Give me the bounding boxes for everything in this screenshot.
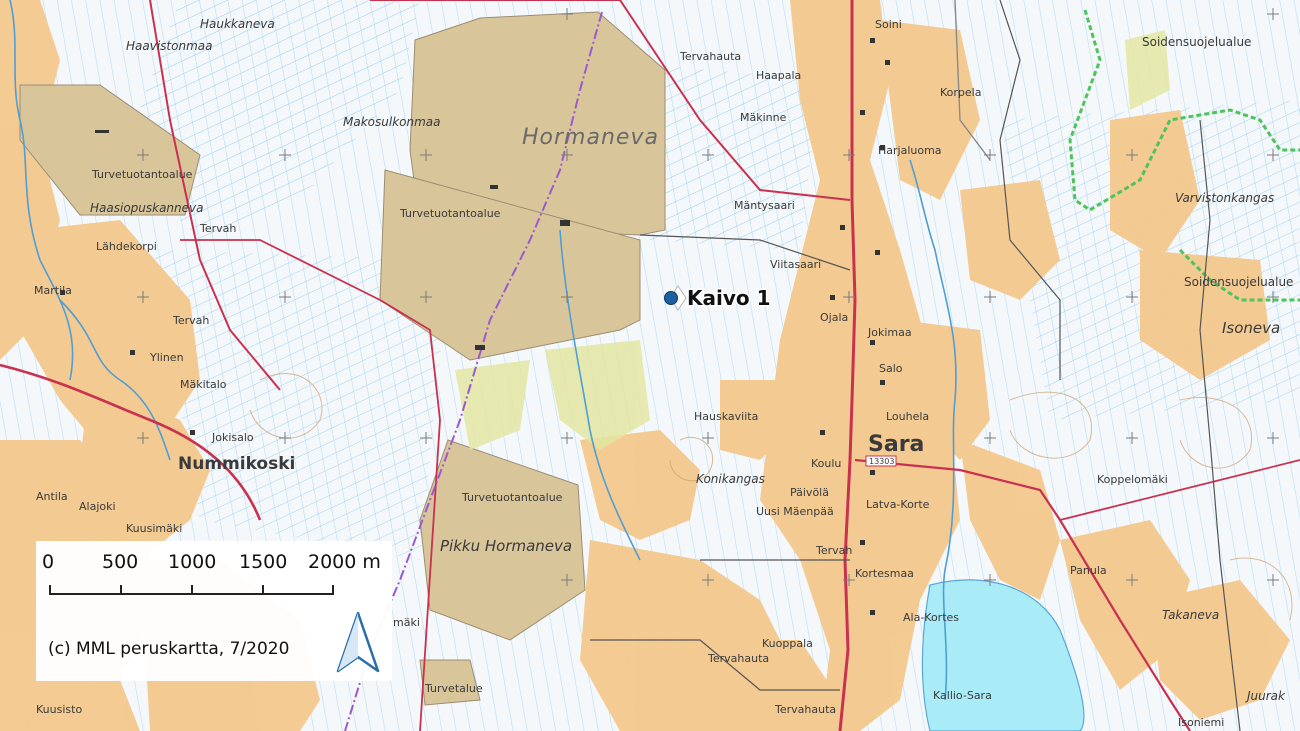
label-jokisalo: Jokisalo bbox=[211, 431, 254, 444]
label-ojala: Ojala bbox=[820, 311, 848, 324]
label-haavistonmaa: Haavistonmaa bbox=[126, 39, 212, 53]
scale-tick-label-1000: 1000 bbox=[168, 551, 217, 573]
label-turvetuotantoalue-2: Turvetuotantoalue bbox=[399, 207, 501, 220]
scale-tick-label-0: 0 bbox=[42, 551, 55, 573]
label-tervah-2: Tervah bbox=[172, 314, 209, 327]
label-tervah-1: Tervah bbox=[199, 222, 236, 235]
label-viitasaari: Viitasaari bbox=[770, 258, 821, 271]
label-koppelomaki: Koppelomäki bbox=[1097, 473, 1168, 486]
grid-crosses bbox=[137, 8, 1279, 586]
label-harjaluoma: Harjaluoma bbox=[878, 144, 942, 157]
label-isoniemi: Isoniemi bbox=[1178, 716, 1224, 729]
label-uusi-maenpaa: Uusi Mäenpää bbox=[756, 505, 834, 518]
label-paivola: Päivölä bbox=[790, 486, 829, 499]
copyright-text: (c) MML peruskartta, 7/2020 bbox=[48, 639, 290, 659]
municipal-border bbox=[344, 11, 603, 731]
label-alajoki: Alajoki bbox=[79, 500, 116, 513]
well-marker[interactable]: Kaivo 1 bbox=[664, 285, 772, 312]
label-konikangas: Konikangas bbox=[696, 472, 765, 486]
label-kallio-sara: Kallio-Sara bbox=[933, 689, 992, 702]
label-juurak: Juurak bbox=[1245, 689, 1286, 703]
label-tervah-3: Tervah bbox=[815, 544, 852, 557]
label-kortesmaa: Kortesmaa bbox=[855, 567, 914, 580]
label-sara: Sara bbox=[868, 432, 924, 457]
label-martila: Martila bbox=[34, 284, 72, 297]
label-louhela: Louhela bbox=[886, 410, 929, 423]
scale-tick bbox=[49, 585, 51, 595]
label-pikku-hormaneva: Pikku Hormaneva bbox=[440, 537, 572, 555]
protected-area-boundary bbox=[1068, 9, 1300, 212]
label-hormaneva: Hormaneva bbox=[522, 125, 659, 150]
label-panula: Panula bbox=[1070, 564, 1107, 577]
label-soidensuojelualue-top: Soidensuojelualue bbox=[1142, 35, 1251, 49]
peat-production-areas bbox=[19, 11, 666, 706]
scale-tick bbox=[191, 585, 193, 595]
label-hauskaviita: Hauskaviita bbox=[694, 410, 758, 423]
scale-tick bbox=[120, 585, 122, 595]
protected-area-boundary-2 bbox=[1178, 248, 1300, 302]
label-ala-kortes: Ala-Kortes bbox=[903, 611, 959, 624]
label-haapala: Haapala bbox=[756, 69, 801, 82]
label-koulu: Koulu bbox=[811, 457, 841, 470]
meadow-areas bbox=[455, 30, 1170, 450]
label-kuusimaki: Kuusimäki bbox=[126, 522, 182, 535]
label-kuusisto: Kuusisto bbox=[36, 703, 82, 716]
label-haasiopuskanneva: Haasiopuskanneva bbox=[90, 201, 203, 215]
label-turvetalue: Turvetalue bbox=[424, 682, 483, 695]
label-turvetuotantoalue-1: Turvetuotantoalue bbox=[91, 168, 193, 181]
contour-lines bbox=[249, 373, 1293, 621]
label-nummikoski: Nummikoski bbox=[178, 454, 295, 474]
scale-tick-label-500: 500 bbox=[102, 551, 139, 573]
scale-tick-label-2000: 2000 m bbox=[308, 551, 381, 573]
label-maki: mäki bbox=[393, 616, 420, 629]
well-dot-icon bbox=[664, 291, 678, 305]
label-korpela: Korpela bbox=[940, 86, 981, 99]
label-latva-korte: Latva-Korte bbox=[866, 498, 930, 511]
scale-tick bbox=[262, 585, 264, 595]
label-haukkaneva: Haukkaneva bbox=[200, 17, 275, 31]
label-soini: Soini bbox=[875, 18, 902, 31]
scale-tick bbox=[332, 585, 334, 595]
label-jokimaa: Jokimaa bbox=[867, 326, 912, 339]
label-makinne: Mäkinne bbox=[740, 111, 787, 124]
label-ylinen: Ylinen bbox=[149, 351, 184, 364]
north-arrow-icon bbox=[336, 611, 380, 673]
label-tervahauta-3: Tervahauta bbox=[774, 703, 836, 716]
well-label: Kaivo 1 bbox=[687, 286, 771, 310]
road-number-badge bbox=[865, 455, 897, 467]
buildings bbox=[60, 38, 890, 615]
label-soidensuojelualue-right: Soidensuojelualue bbox=[1184, 275, 1293, 289]
label-turvetuotantoalue-3: Turvetuotantoalue bbox=[461, 491, 563, 504]
label-isoneva: Isoneva bbox=[1222, 319, 1280, 337]
streams bbox=[9, 0, 957, 701]
label-mantysaari: Mäntysaari bbox=[734, 199, 795, 212]
label-kuoppala: Kuoppala bbox=[762, 637, 813, 650]
label-makosulkonmaa: Makosulkonmaa bbox=[343, 115, 440, 129]
label-tervahauta-1: Tervahauta bbox=[679, 50, 741, 63]
label-varvistonkangas: Varvistonkangas bbox=[1175, 191, 1274, 205]
road-number: 13303 bbox=[869, 457, 894, 466]
label-takaneva: Takaneva bbox=[1162, 608, 1219, 622]
label-antila: Antila bbox=[36, 490, 68, 503]
scale-tick-label-1500: 1500 bbox=[239, 551, 288, 573]
label-salo: Salo bbox=[879, 362, 903, 375]
label-makitalo: Mäkitalo bbox=[180, 378, 227, 391]
lake bbox=[921, 579, 1085, 731]
label-lahdekorpi: Lähdekorpi bbox=[96, 240, 157, 253]
map-legend: 0 500 1000 1500 2000 m (c) MML peruskart… bbox=[36, 541, 392, 681]
label-tervahauta-2: Tervahauta bbox=[707, 652, 769, 665]
